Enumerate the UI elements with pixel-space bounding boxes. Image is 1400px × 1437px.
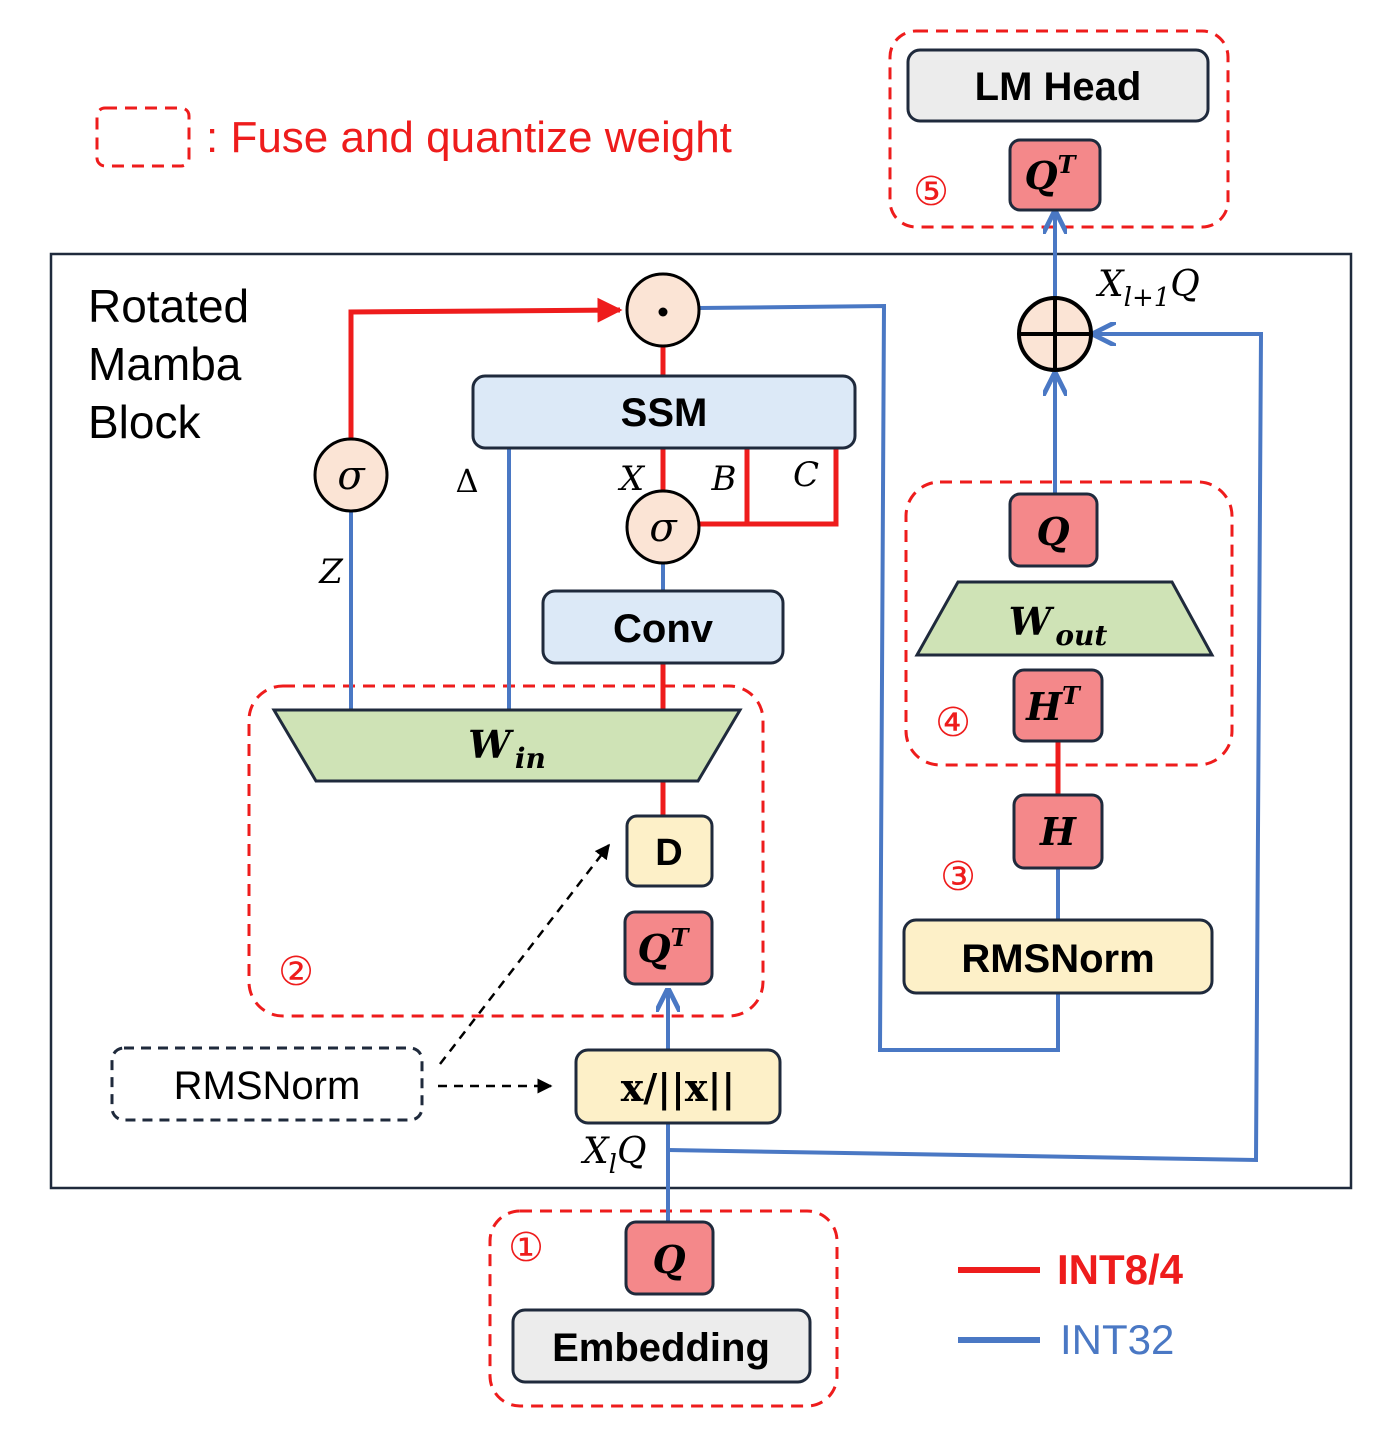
sigma-z-node: σ (313, 437, 389, 513)
h-label: H (1039, 809, 1077, 854)
w-out-sub: out (1055, 619, 1107, 652)
h-transpose-label: H (1025, 684, 1063, 729)
legend-blue-label: INT32 (1060, 1316, 1174, 1363)
edge-b-c-branch (700, 448, 839, 527)
conv-label: Conv (613, 607, 714, 651)
edge-residual-skip (667, 334, 1264, 1163)
step-4: ④ (935, 701, 971, 745)
label-delta: Δ (455, 462, 478, 500)
odot-dot-icon (658, 307, 668, 317)
q-transpose-top-node: QT (1008, 138, 1102, 212)
label-xl1-main: X (1095, 264, 1125, 305)
sigma-z-label: σ (337, 453, 366, 499)
conv-node: Conv (541, 589, 785, 665)
q-out-label: Q (1036, 509, 1069, 554)
h-node: H (1012, 793, 1104, 870)
q-embed-node: Q (624, 1220, 715, 1296)
label-xl-sub: l (609, 1150, 617, 1180)
step-3: ③ (940, 855, 976, 899)
label-c: C (793, 455, 819, 495)
q-transpose-in-sup: T (671, 923, 691, 952)
fuse-group-4 (904, 480, 1234, 767)
rotated-mamba-block-frame (49, 252, 1353, 1190)
embedding-node: Embedding (511, 1308, 812, 1384)
q-transpose-top-label: Q (1025, 153, 1058, 198)
edge-odot-to-residual (699, 303, 1060, 1052)
label-x: X (617, 459, 646, 499)
fuse-group-1 (488, 1209, 839, 1408)
svg-text:Win: Win (468, 722, 546, 775)
h-transpose-sup: T (1062, 681, 1082, 710)
d-node: D (625, 814, 714, 888)
svg-text:XlQ: XlQ (580, 1131, 646, 1180)
svg-text:QT: QT (1025, 150, 1078, 198)
rmsnorm-right-label: RMSNorm (961, 937, 1154, 981)
edge-sigma-z-to-odot (348, 297, 623, 448)
fuse-group-2 (247, 684, 765, 1018)
label-z: Z (318, 552, 344, 592)
w-in-sub: in (515, 742, 546, 775)
label-xl1-tail: Q (1170, 264, 1200, 305)
svg-text:QT: QT (638, 923, 691, 971)
block-title-line2: Mamba (88, 338, 242, 390)
svg-text:Xl+1Q: Xl+1Q (1095, 264, 1200, 313)
label-xl1-sub: l+1 (1124, 283, 1171, 313)
label-xl-tail: Q (617, 1131, 647, 1172)
rmsnorm-dashed-label: RMSNorm (174, 1064, 361, 1108)
x-norm-node: x/||x|| (574, 1048, 782, 1125)
ssm-label: SSM (621, 391, 708, 435)
residual-add-node (1017, 296, 1093, 372)
q-embed-label: Q (652, 1237, 685, 1282)
x-norm-label: x/||x|| (621, 1065, 735, 1110)
svg-text:HT: HT (1025, 681, 1082, 729)
ssm-node: SSM (471, 374, 857, 450)
lm-head-node: LM Head (906, 48, 1210, 123)
block-title-line3: Block (88, 396, 201, 448)
block-title-line1: Rotated (88, 280, 249, 332)
q-transpose-top-sup: T (1058, 150, 1078, 179)
sigma-x-node: σ (625, 489, 701, 565)
d-label: D (655, 832, 682, 874)
step-5: ⑤ (913, 170, 949, 214)
h-transpose-node: HT (1012, 668, 1104, 743)
step-2: ② (278, 950, 314, 994)
embedding-label: Embedding (552, 1326, 770, 1370)
q-transpose-in-label: Q (638, 926, 671, 971)
sigma-x-label: σ (649, 505, 678, 551)
w-out-label: W (1009, 599, 1055, 644)
label-b: B (711, 459, 737, 499)
legend-fuse-swatch (95, 106, 191, 168)
elementwise-multiply-node (625, 272, 701, 348)
w-in-label: W (468, 722, 514, 767)
label-xl-main: X (580, 1131, 610, 1172)
q-out-node: Q (1008, 492, 1099, 568)
legend-fuse-label: : Fuse and quantize weight (206, 113, 732, 162)
lm-head-label: LM Head (975, 65, 1142, 109)
step-1: ① (508, 1226, 544, 1270)
q-transpose-in-node: QT (623, 910, 714, 986)
legend-red-label: INT8/4 (1057, 1246, 1184, 1293)
edge-rmsnorm-to-d (439, 843, 610, 1065)
rmsnorm-right-node: RMSNorm (902, 918, 1214, 995)
fuse-group-5 (888, 29, 1230, 229)
rmsnorm-dashed-node: RMSNorm (110, 1046, 424, 1122)
